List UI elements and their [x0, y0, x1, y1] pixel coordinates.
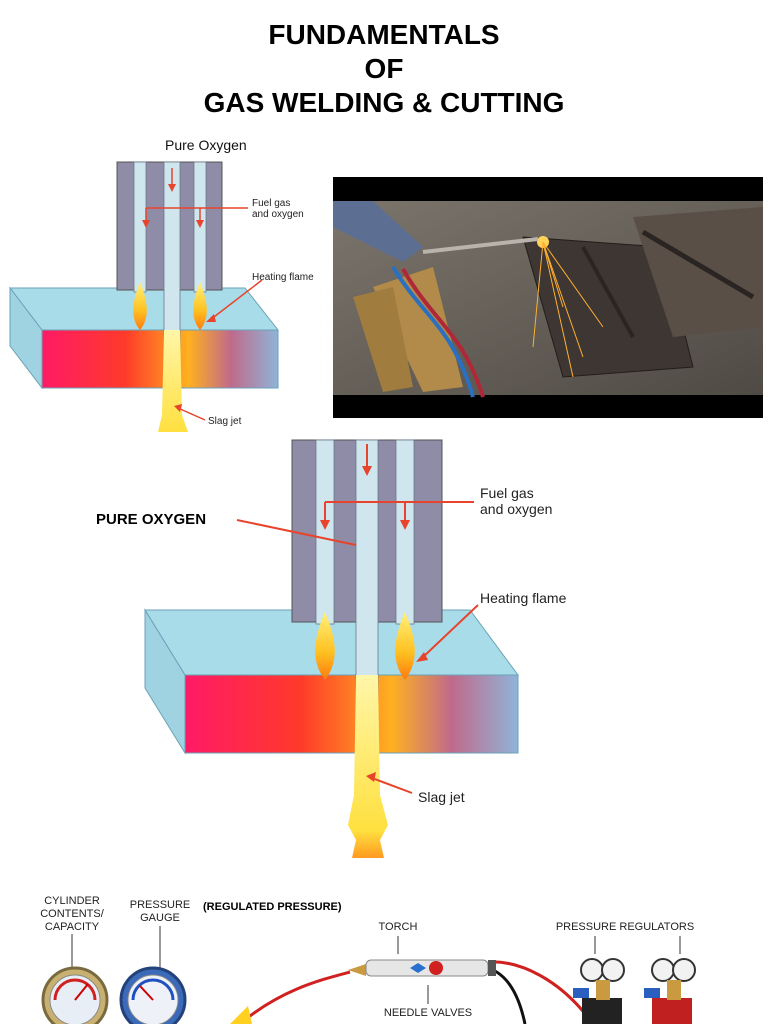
plate-side-face-large: [144, 608, 186, 755]
pressure-regulators-illustration: [573, 958, 696, 1024]
needle-valves-label: NEEDLE VALVES: [384, 1007, 472, 1019]
pressure-gauge: [119, 966, 187, 1024]
heating-flame-label-large: Heating flame: [480, 590, 567, 606]
heating-flame-right-large: [395, 612, 415, 680]
slag-jet-label-large: Slag jet: [418, 789, 465, 805]
cylinder-contents-label-2: CONTENTS/: [40, 908, 105, 920]
title-line-3: GAS WELDING & CUTTING: [203, 87, 565, 118]
heating-flame-right: [193, 282, 207, 330]
title-line-2: OF: [364, 53, 404, 84]
pure-oxygen-label-small: Pure Oxygen: [165, 137, 247, 153]
pressure-regulators-label: PRESSURE REGULATORS: [556, 921, 694, 933]
pressure-gauge-label-1: PRESSURE: [130, 899, 191, 911]
torch-illustration: [348, 959, 496, 977]
fuel-gas-label-small: Fuel gas: [252, 198, 290, 209]
cylinder-contents-label-1: CYLINDER: [44, 895, 100, 907]
cylinder-contents-gauge: [41, 966, 109, 1024]
pure-oxygen-label-large: PURE OXYGEN: [96, 511, 206, 528]
fuel-channel-right-large: [395, 439, 415, 625]
and-oxygen-label-large: and oxygen: [480, 501, 552, 517]
heating-flame-label-small: Heating flame: [252, 272, 314, 283]
heating-flame-left-large: [315, 612, 335, 680]
slag-jet-label-small: Slag jet: [208, 416, 242, 427]
plate-front-face-large: [184, 674, 519, 754]
fuel-channel-left: [133, 161, 147, 293]
fuel-channel-left-large: [315, 439, 335, 625]
title-line-1: FUNDAMENTALS: [268, 19, 500, 50]
cutting-photo: [333, 177, 763, 418]
cutting-photo-illustration: [333, 201, 763, 398]
cutting-torch-diagram-large: PURE OXYGEN Fuel gas and oxygen Heating …: [96, 439, 567, 858]
pressure-gauge-label-2: GAUGE: [140, 912, 180, 924]
cutting-torch-diagram-small: Pure Oxygen Fuel gas and oxygen Heating …: [8, 137, 314, 432]
torch-label: TORCH: [379, 921, 418, 933]
welding-equipment-diagram: CYLINDER CONTENTS/ CAPACITY PRESSURE GAU…: [40, 895, 696, 1024]
and-oxygen-label-small: and oxygen: [252, 209, 304, 220]
plate-side-face: [9, 286, 43, 390]
plate-front-face: [41, 329, 279, 389]
heating-flame-left: [133, 282, 147, 330]
cylinder-contents-label-3: CAPACITY: [45, 921, 100, 933]
page-title: FUNDAMENTALS OF GAS WELDING & CUTTING: [0, 18, 768, 120]
regulated-pressure-label: (REGULATED PRESSURE): [203, 901, 342, 913]
fuel-gas-label-large: Fuel gas: [480, 485, 534, 501]
slag-jet-large: [348, 675, 388, 858]
